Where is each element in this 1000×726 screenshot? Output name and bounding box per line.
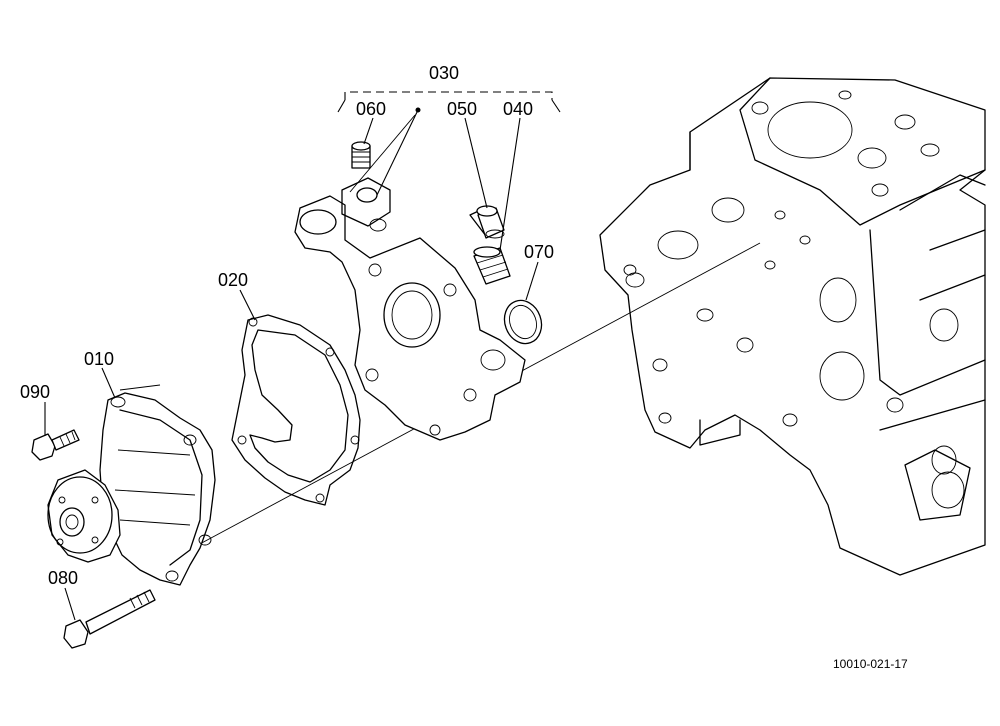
o-ring-070 (503, 299, 543, 345)
gasket-020 (231, 314, 361, 506)
plug-060 (351, 141, 371, 169)
label-090: 090 (20, 382, 50, 402)
water-pump-010 (47, 392, 216, 586)
label-020: 020 (218, 270, 248, 290)
bolt-080 (63, 589, 156, 649)
reference-code: 10010-021-17 (833, 657, 908, 671)
label-060: 060 (356, 99, 386, 119)
label-030: 030 (429, 63, 459, 83)
part-labels: 030 060 050 040 070 020 010 090 080 1001… (20, 63, 908, 671)
leader-lines (44, 109, 539, 621)
group-bracket-030 (337, 91, 561, 113)
label-040: 040 (503, 99, 533, 119)
label-070: 070 (524, 242, 554, 262)
label-010: 010 (84, 349, 114, 369)
label-080: 080 (48, 568, 78, 588)
fitting-040 (473, 246, 511, 285)
engine-block (599, 77, 986, 576)
thermostat-housing (294, 177, 526, 441)
label-050: 050 (447, 99, 477, 119)
sleeve-050 (476, 205, 505, 239)
bolt-090 (31, 429, 80, 461)
